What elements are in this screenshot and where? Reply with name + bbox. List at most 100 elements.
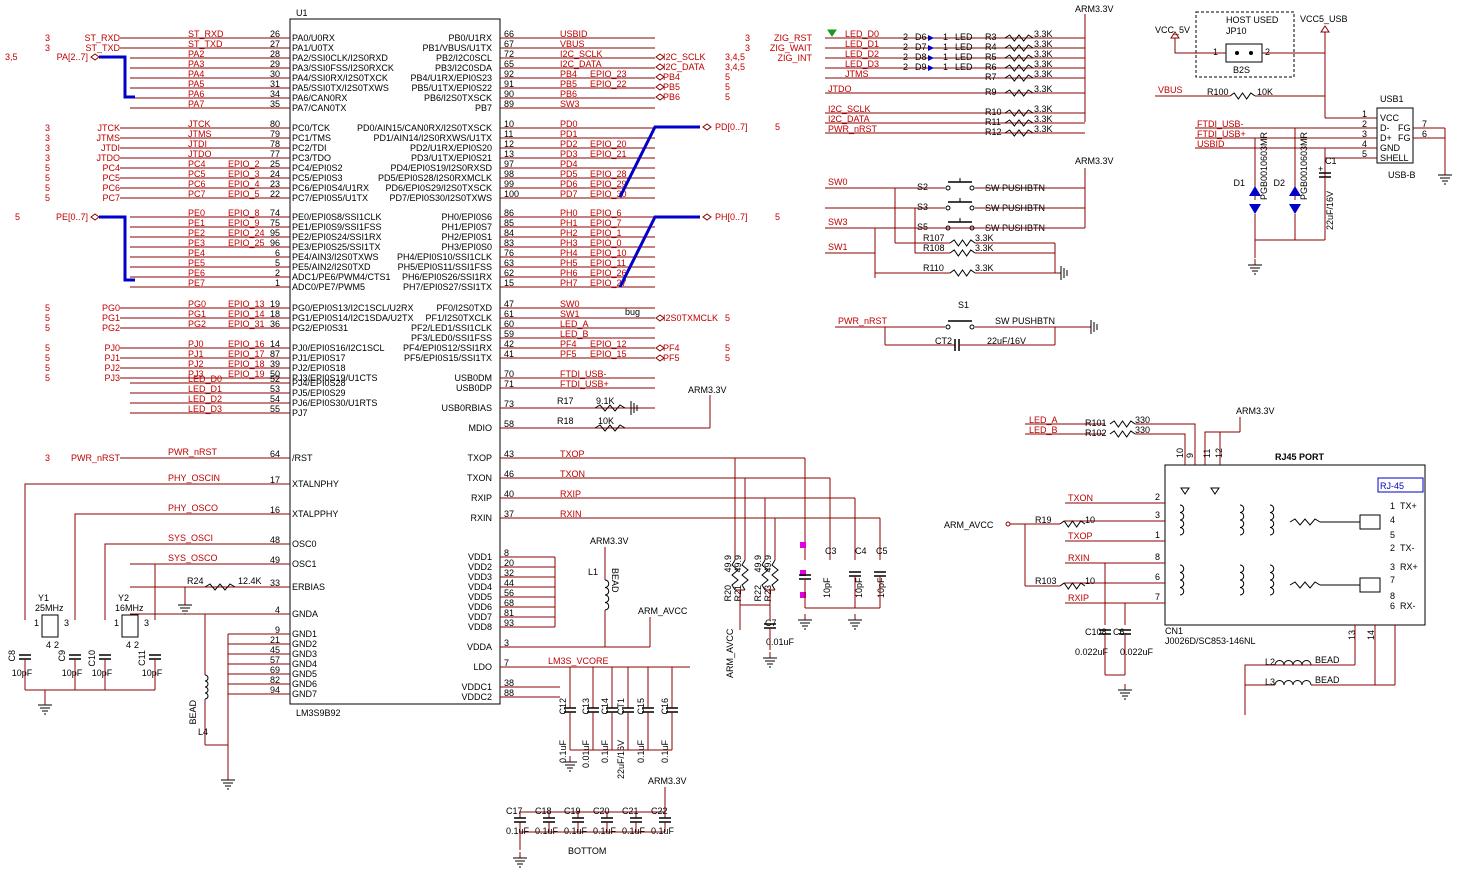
pin-number: 2 [903,52,908,62]
pin-name: PB2/I2C0SCL [436,53,492,63]
net-label: PB4 [560,69,577,79]
pin-number: 29 [270,59,280,69]
net-label: PE1 [188,218,205,228]
net-label: LED_D3 [845,59,879,69]
power-arrow-icon [1320,25,1330,33]
net-label: PE2 [188,228,205,238]
vcc5v-wire [1174,38,1226,54]
pin-name: OSC1 [292,559,317,569]
port-label: JTDO [97,153,121,163]
sheet-ref: 5 [725,72,730,82]
net-label: PHY_OSCIN [168,473,220,483]
net-label-alt: EPIO_27 [590,278,627,288]
pin-name: PD4/EPI0S19/I2S0RXSD [390,163,492,173]
net-label: SW3 [828,217,848,227]
res-ref: R11 [985,117,1001,127]
net-label: PD5 [560,169,578,179]
cap-ref: C8 [7,650,17,662]
pin-name: PD0/AIN15/CAN0RX/I2S0TXSCK [357,123,492,133]
rj45-box-title-frame [1377,477,1424,493]
diode-ref: D2 [1273,178,1285,188]
cap-value: 0.1uF [564,826,588,836]
pin-name: GND7 [292,689,317,699]
pin-number: 6 [1390,601,1395,611]
offsheet-arrow-icon [655,53,665,61]
jumper-part: B2S [1233,65,1250,75]
cap-value: 22uF/16V [616,740,626,779]
net-label-alt: EPIO_0 [590,238,622,248]
transformer-coil [1269,504,1275,536]
sheet-ref: 5 [725,353,730,363]
net-label: FTDI_USB+ [1197,129,1246,139]
pin-name: PC1/TMS [292,133,331,143]
net-label: PH4 [560,248,578,258]
power-label: ARM3.3V [1075,156,1114,166]
res-ref: R107 [923,233,945,243]
pin-name: PE1/EPI0S9/SSI1FSS [292,222,382,232]
res-value: 10K [1257,87,1273,97]
port-label: PC7 [102,193,120,203]
net-label: PWR_nRST [168,447,218,457]
inductor-ref: L3 [1265,677,1275,687]
pin-name: PH2/EPI0S1 [441,232,492,242]
net-label: LED_B [560,329,589,339]
power-label: ARM_AVCC [638,606,688,616]
cap-value: 10pF [92,668,113,678]
pin-name: ADC1/PE6/PWM4/CTS1 [292,272,391,282]
diode-ref: D1 [1233,178,1245,188]
bead-label: BEAD [188,700,198,725]
net-label-alt: EPIO_8 [228,208,260,218]
pin-number: 68 [504,598,514,608]
net-label-alt: EPIO_7 [590,218,622,228]
pin-name: PG0/EPI0S13/I2C1SCL/U2RX [292,303,414,313]
net-label: PH2 [560,228,578,238]
net-label-alt: EPIO_25 [228,238,265,248]
pin-number: 2 [903,62,908,72]
net-label-alt: EPIO_4 [228,179,260,189]
pin-name: VDDC1 [461,682,492,692]
offsheet-label: PD[0..7] [715,122,748,132]
pin-name: RXIN [470,513,492,523]
cap-ref: C20 [593,806,610,816]
pin-number: 8 [1390,591,1395,601]
pin-name: ADC0/PE7/PWM5 [292,282,365,292]
res-ref: R5 [985,52,997,62]
port-label: PG1 [102,313,120,323]
pin-name: LDO [473,662,492,672]
pin-name: VDD7 [468,612,492,622]
cap-value: 22uF/16V [987,336,1026,346]
net-label: PC4 [188,159,206,169]
pin-number: 2 [54,640,59,650]
net-label: SW1 [560,309,580,319]
pin-name: PG1/EPI0S14/I2C1SDA/U2TX [292,313,414,323]
offsheet-arrow-icon [655,354,665,362]
net-label-alt: EPIO_23 [590,69,627,79]
pin-name: PH4/EPI0S10/SSI1CLK [397,252,492,262]
pin-number: 11 [504,129,513,139]
power-label: ARM3.3V [590,536,629,546]
offsheet-arrow-icon [655,344,665,352]
res-ref: R102 [1085,428,1107,438]
pin-number: 1 [275,278,280,288]
pin-number: 42 [504,339,514,349]
cap-value: 0.01uF [766,637,795,647]
pin-number: 35 [270,99,280,109]
cap-value: 0.1uF [558,739,568,763]
inductor-l3 [1274,680,1312,686]
resistor-r11 [1004,119,1034,127]
led-label: LED [955,62,973,72]
cap-value: 22uF/16V [1325,191,1335,230]
pin-number: 66 [504,29,514,39]
pin-name: PF1/I2S0TXCLK [425,313,492,323]
pin-name: PC7/EPI0S5/U1TX [292,193,368,203]
phy-osc-wire [24,483,130,620]
net-label: LED_D0 [845,29,879,39]
net-label: PWR_nRST [838,316,888,326]
net-label: SW1 [828,242,848,252]
pin-number: 40 [504,489,514,499]
cap-ref: CT2 [935,336,952,346]
switch-label: SW PUSHBTN [985,183,1045,193]
pin-number: 1 [943,62,948,72]
pin-name: PB1/VBUS/U1TX [422,43,492,53]
host-jumper-box [1195,11,1295,78]
